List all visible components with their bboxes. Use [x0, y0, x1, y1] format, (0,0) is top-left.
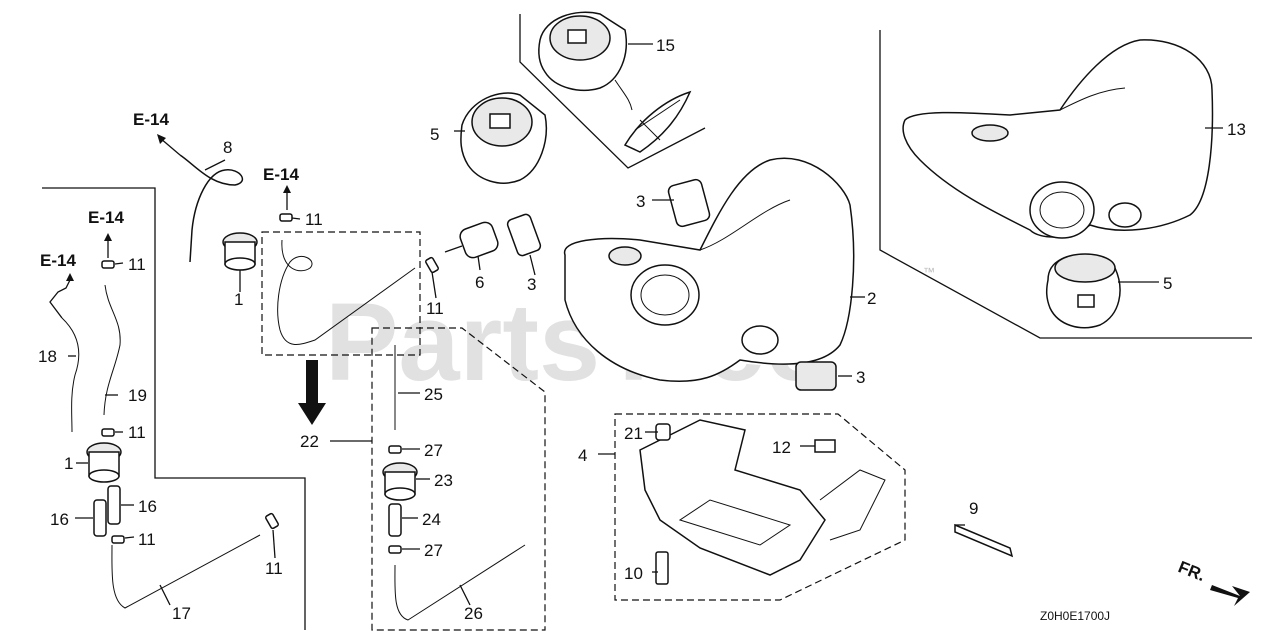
- kit-dashed-box: [371, 327, 546, 631]
- callout-16: 16: [138, 497, 157, 516]
- fitting-16-b: [107, 485, 121, 525]
- callout-5: 5: [1163, 274, 1172, 293]
- clip-11-c: [101, 428, 115, 437]
- callout-9: 9: [969, 499, 978, 518]
- fuel-cap-5-right: [1045, 253, 1121, 329]
- callout-26: 26: [464, 604, 483, 623]
- callout-21: 21: [624, 424, 643, 443]
- callout-25: 25: [424, 385, 443, 404]
- bushing-1-left: [86, 442, 122, 483]
- callout-11: 11: [128, 255, 146, 274]
- callout-5: 5: [430, 125, 439, 144]
- callout-11: 11: [305, 210, 323, 229]
- ref-arrow-icon: [49, 134, 291, 319]
- ref-label-e14: E-14: [263, 165, 299, 184]
- fitting-16-a: [93, 499, 107, 537]
- callout-19: 19: [128, 386, 147, 405]
- hose-18: [61, 317, 80, 433]
- ref-label-e14: E-14: [88, 208, 124, 227]
- callout-4: 4: [578, 446, 587, 465]
- hose-dashed-box: [261, 231, 421, 356]
- callout-3: 3: [856, 368, 865, 387]
- callout-1: 1: [64, 454, 73, 473]
- callout-23: 23: [434, 471, 453, 490]
- guard-dashed-box: [614, 413, 906, 601]
- front-arrow-icon: [1210, 585, 1250, 606]
- clip-11-a: [279, 213, 293, 222]
- callout-13: 13: [1227, 120, 1246, 139]
- clip-11-f: [425, 256, 439, 274]
- direction-label: FR.: [1175, 557, 1208, 585]
- grommet-3-top: [667, 178, 711, 228]
- callout-3: 3: [527, 275, 536, 294]
- hose-17: [111, 534, 261, 609]
- hose-top: [277, 239, 416, 345]
- bushing-1-top: [222, 232, 258, 271]
- cap-group-frame: [519, 14, 706, 169]
- ref-label-e14: E-14: [133, 110, 169, 129]
- callout-10: 10: [624, 564, 643, 583]
- tank-group-frame: [879, 30, 1252, 339]
- leader-lines: [68, 43, 1223, 606]
- callout-11: 11: [265, 559, 283, 578]
- ref-label-e14: E-14: [40, 251, 76, 270]
- hose-8: [179, 154, 244, 263]
- hose-26: [394, 544, 526, 621]
- callout-27: 27: [424, 541, 443, 560]
- left-group-frame: [42, 187, 306, 630]
- callout-12: 12: [772, 438, 791, 457]
- fuel-cap-5-top: [460, 92, 547, 184]
- clip-27-b: [388, 545, 402, 554]
- callout-15: 15: [656, 36, 675, 55]
- tank-guard-4: [639, 419, 1014, 585]
- diagram-code: Z0H0E1700J: [1040, 609, 1110, 623]
- callout-11: 11: [426, 299, 444, 318]
- callout-11: 11: [128, 423, 146, 442]
- clip-27-a: [388, 445, 402, 454]
- fuel-tank-2: [564, 157, 855, 383]
- fuel-tank-13: [902, 39, 1214, 239]
- callout-3: 3: [636, 192, 645, 211]
- callout-27: 27: [424, 441, 443, 460]
- callout-1: 1: [234, 290, 243, 309]
- callout-16: 16: [50, 510, 69, 529]
- callout-22: 22: [300, 432, 319, 451]
- callout-24: 24: [422, 510, 441, 529]
- callout-6: 6: [475, 273, 484, 292]
- grommet-3-mid: [506, 213, 542, 257]
- clip-11-d: [111, 535, 125, 544]
- arrow-down-icon: [298, 360, 326, 425]
- callout-11: 11: [138, 530, 156, 549]
- clip-11-b: [101, 260, 115, 269]
- bushing-23: [382, 462, 418, 501]
- callout-17: 17: [172, 604, 191, 623]
- fuel-filter-6: [444, 221, 499, 259]
- callout-18: 18: [38, 347, 57, 366]
- callout-8: 8: [223, 138, 232, 157]
- fuel-cap-15: [538, 11, 692, 153]
- callout-2: 2: [867, 289, 876, 308]
- fitting-24: [388, 503, 402, 537]
- clip-11-e: [265, 512, 279, 530]
- grommet-3-bottom: [795, 361, 837, 391]
- hose-19: [103, 284, 121, 416]
